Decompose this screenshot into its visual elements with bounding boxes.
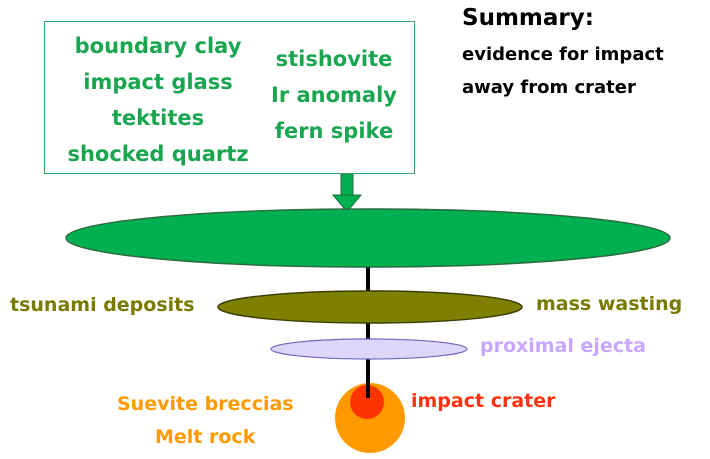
proximal-ejecta-ellipse <box>270 338 468 360</box>
down-arrow-icon <box>331 173 363 213</box>
evidence-right-column: stishovite Ir anomaly fern spike <box>265 41 403 149</box>
mass-wasting-label: mass wasting <box>536 293 683 315</box>
impact-core-circle <box>350 385 384 419</box>
summary-line-2: away from crater <box>462 77 636 98</box>
tsunami-zone-ellipse <box>217 290 523 324</box>
evidence-boundary-clay: boundary clay <box>74 34 242 58</box>
evidence-left-column: boundary clay impact glass tektites shoc… <box>66 28 250 172</box>
tsunami-deposits-label: tsunami deposits <box>10 294 195 316</box>
evidence-ir-anomaly: Ir anomaly <box>271 83 397 107</box>
impact-crater-label: impact crater <box>411 390 556 412</box>
melt-rock-label: Melt rock <box>155 426 256 448</box>
evidence-tektites: tektites <box>111 106 205 130</box>
suevite-breccias-label: Suevite breccias <box>117 393 294 415</box>
evidence-box <box>44 21 415 174</box>
proximal-ejecta-label: proximal ejecta <box>480 335 646 357</box>
evidence-shocked-quartz: shocked quartz <box>67 142 249 166</box>
evidence-impact-glass: impact glass <box>83 70 233 94</box>
evidence-fern-spike: fern spike <box>274 119 394 143</box>
summary-line-1: evidence for impact <box>462 44 664 65</box>
evidence-stishovite: stishovite <box>275 47 393 71</box>
distal-zone-ellipse <box>65 208 671 268</box>
summary-title: Summary: <box>462 5 594 31</box>
